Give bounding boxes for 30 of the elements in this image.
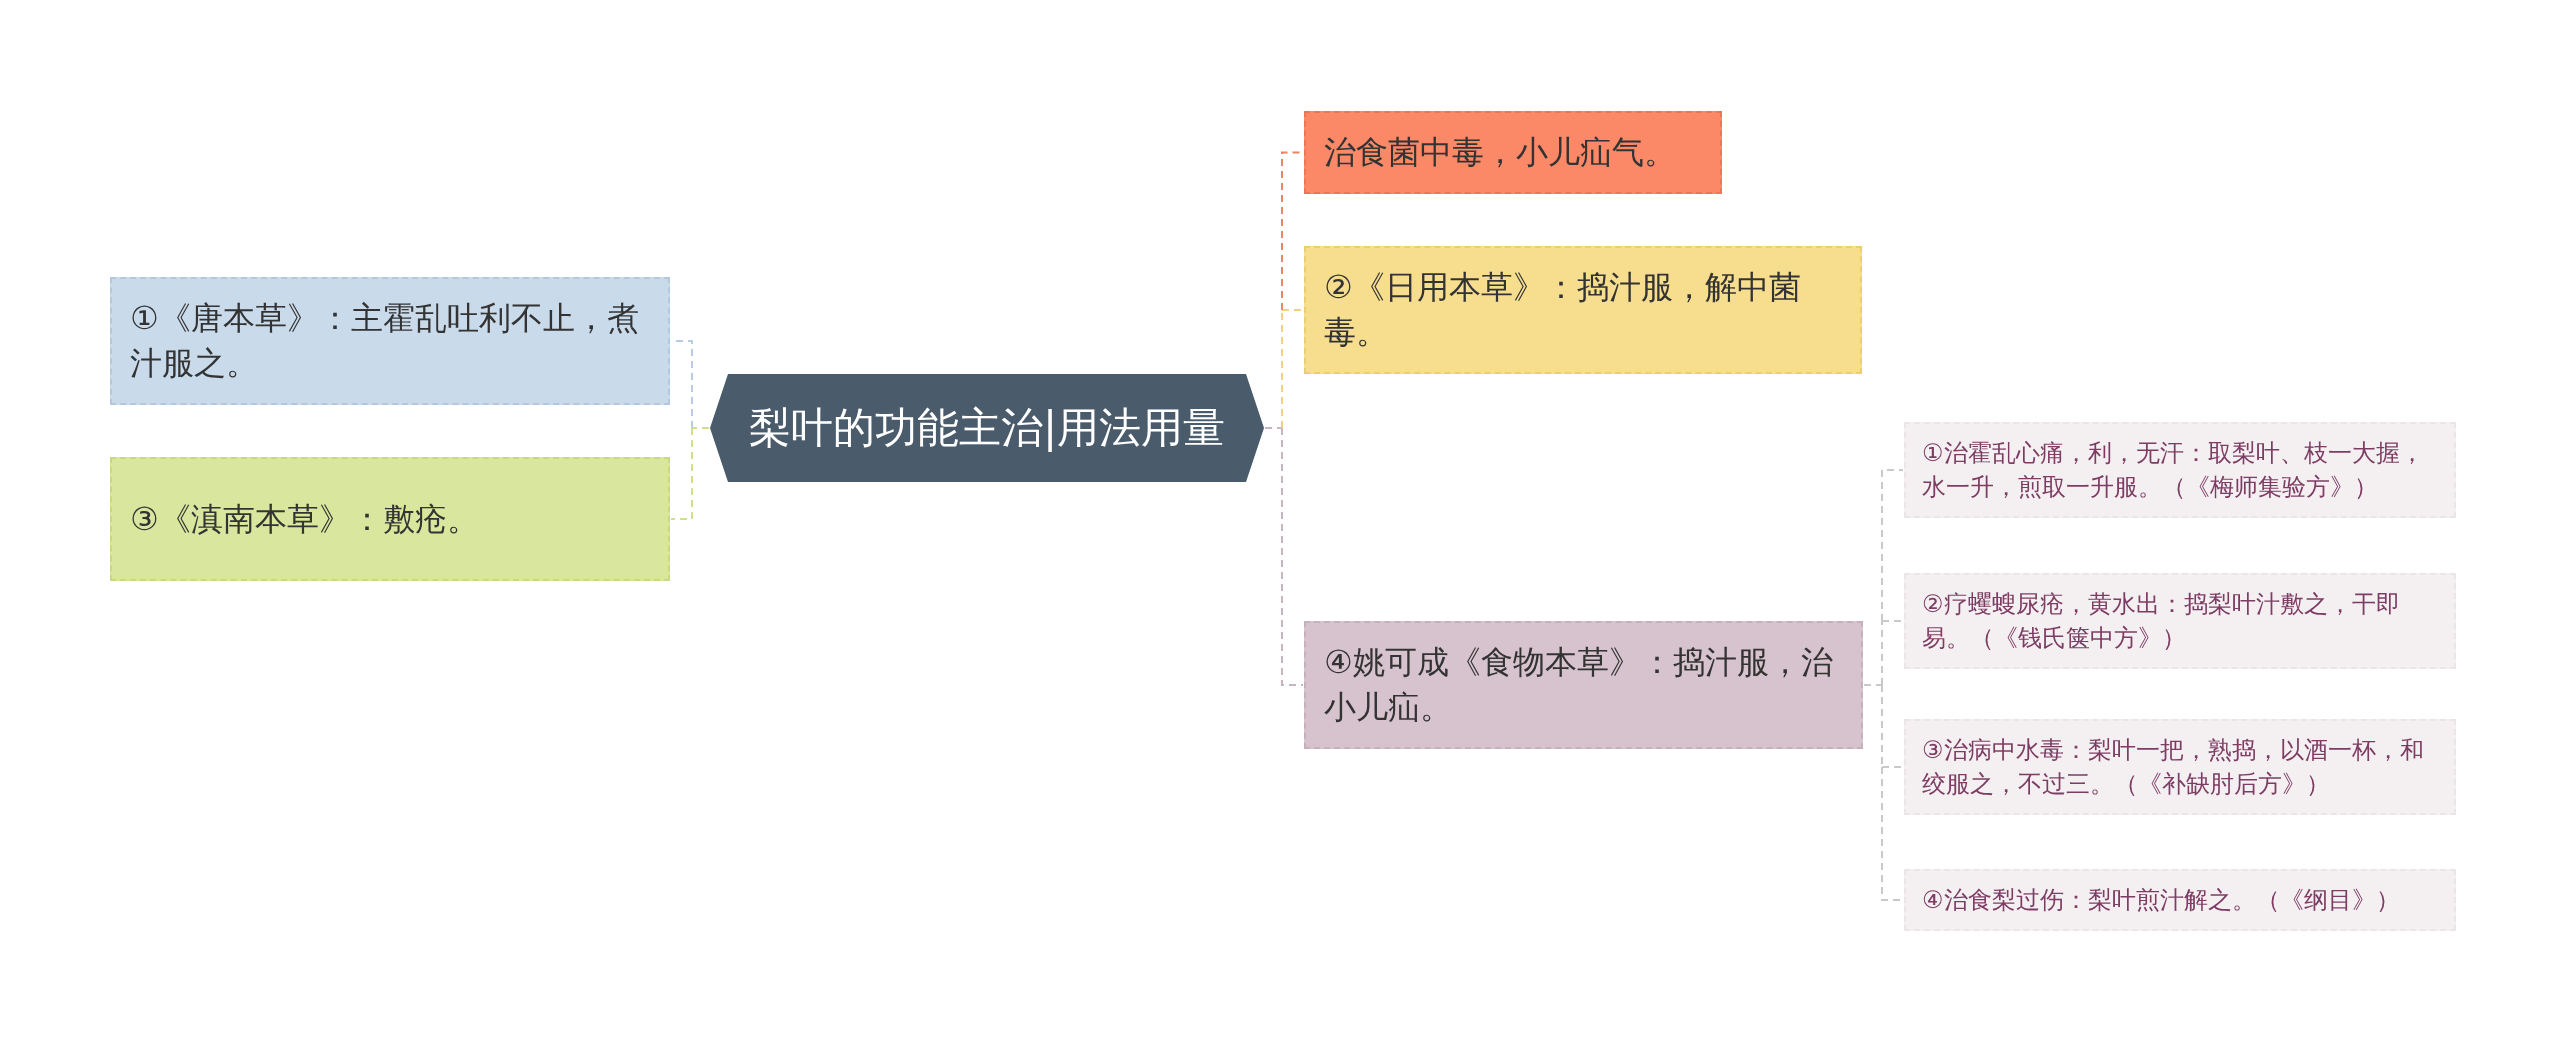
node-text: ④治食梨过伤：梨叶煎汁解之。（《纲目》） — [1922, 885, 2401, 916]
central-topic-hexagon — [710, 374, 1264, 482]
node-text: ③治病中水毒：梨叶一把，熟捣，以酒一杯，和绞服之，不过三。（《补缺肘后方》） — [1922, 735, 2425, 800]
note-card — [1904, 422, 2456, 518]
topic-card — [1304, 111, 1722, 194]
connector-line — [1881, 620, 1883, 686]
connector-line — [1281, 427, 1304, 686]
connector-line — [1264, 427, 1283, 429]
connector-line — [1863, 684, 1883, 686]
topic-title: 梨叶的功能主治|用法用量 — [748, 402, 1226, 454]
node-text: ①《唐本草》：主霍乱吐利不止，煮汁服之。 — [130, 298, 640, 384]
node-text: ①治霍乱心痛，利，无汗：取梨叶、枝一大握，水一升，煎取一升服。（《梅师集验方》） — [1922, 438, 2425, 503]
node-text: ④姚可成《食物本草》：捣汁服，治小儿疝。 — [1324, 642, 1834, 728]
node-text: ②疗蠼螋尿疮，黄水出：捣梨叶汁敷之，干即易。（《钱氏箧中方》） — [1922, 589, 2401, 654]
connector-line — [1281, 309, 1304, 311]
topic-card — [110, 457, 670, 581]
node-text: ②《日用本草》：捣汁服，解中菌毒。 — [1324, 267, 1802, 353]
node-text: ③《滇南本草》：敷疮。 — [130, 498, 480, 540]
connector-line — [1881, 766, 1904, 768]
note-card — [1904, 869, 2456, 931]
topic-card — [1304, 246, 1862, 374]
topic-card — [1304, 621, 1863, 749]
connector-line — [670, 427, 693, 520]
connector-line — [1881, 469, 1904, 622]
topic-card — [110, 277, 670, 405]
node-text: 治食菌中毒，小儿疝气。 — [1324, 132, 1677, 173]
note-card — [1904, 719, 2456, 815]
connector-line — [691, 427, 710, 429]
note-card — [1904, 573, 2456, 669]
connector-line — [1881, 620, 1904, 622]
